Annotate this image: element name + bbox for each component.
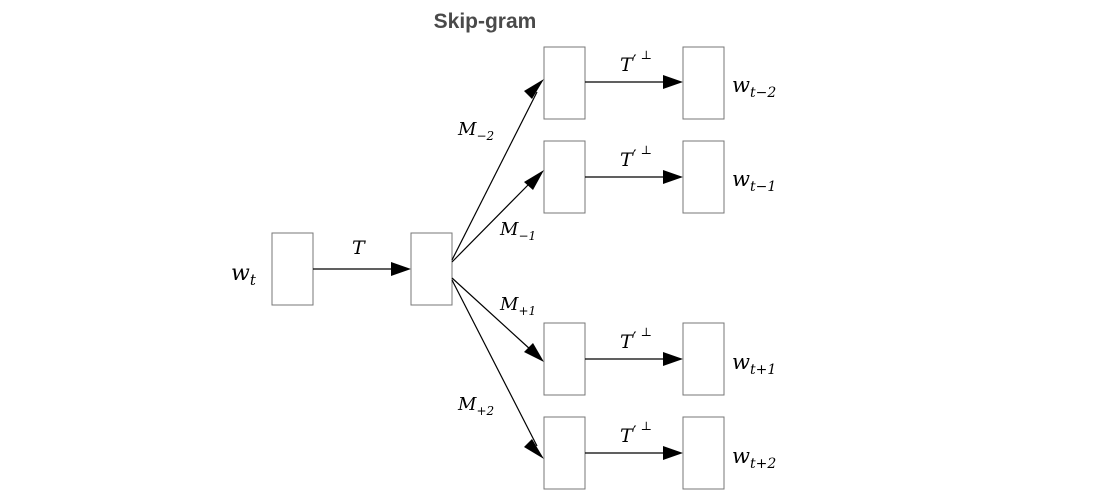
context-box [543, 46, 586, 120]
branch-arrowhead [524, 343, 544, 362]
projection-label: T [352, 237, 366, 259]
transpose-label: T′⊥ [620, 419, 652, 447]
input-box [271, 232, 314, 306]
output-word-label: wt−2 [732, 73, 776, 101]
output-box [682, 46, 725, 120]
output-box [682, 416, 725, 490]
hidden-box [410, 232, 453, 306]
matrix-label: M+2 [457, 394, 494, 418]
branch-edge [451, 279, 538, 447]
context-box [543, 322, 586, 396]
matrix-label: M+1 [499, 294, 536, 318]
context-box [543, 140, 586, 214]
output-word-label: wt+2 [732, 444, 776, 472]
transpose-label: T′⊥ [620, 143, 652, 171]
output-arrowhead [663, 75, 683, 89]
branch-arrowhead [524, 79, 544, 99]
context-box [543, 416, 586, 490]
output-arrowhead [663, 170, 683, 184]
output-arrowhead [663, 352, 683, 366]
output-arrowhead [663, 446, 683, 460]
transpose-label: T′⊥ [620, 48, 652, 76]
output-word-label: wt−1 [732, 167, 776, 195]
branch-edge [451, 181, 532, 263]
branch-arrowhead [524, 170, 544, 190]
branch-edge [451, 91, 538, 261]
branch-edge [451, 277, 532, 351]
branch-arrowhead [524, 439, 544, 459]
transpose-label: T′⊥ [620, 325, 652, 353]
diagram-title: Skip-gram [434, 10, 537, 33]
matrix-label: M−1 [499, 219, 536, 243]
input-word-label: wt [231, 261, 257, 289]
matrix-label: M−2 [457, 119, 494, 143]
output-box [682, 322, 725, 396]
projection-arrowhead [391, 262, 411, 276]
output-box [682, 140, 725, 214]
output-word-label: wt+1 [732, 350, 776, 378]
